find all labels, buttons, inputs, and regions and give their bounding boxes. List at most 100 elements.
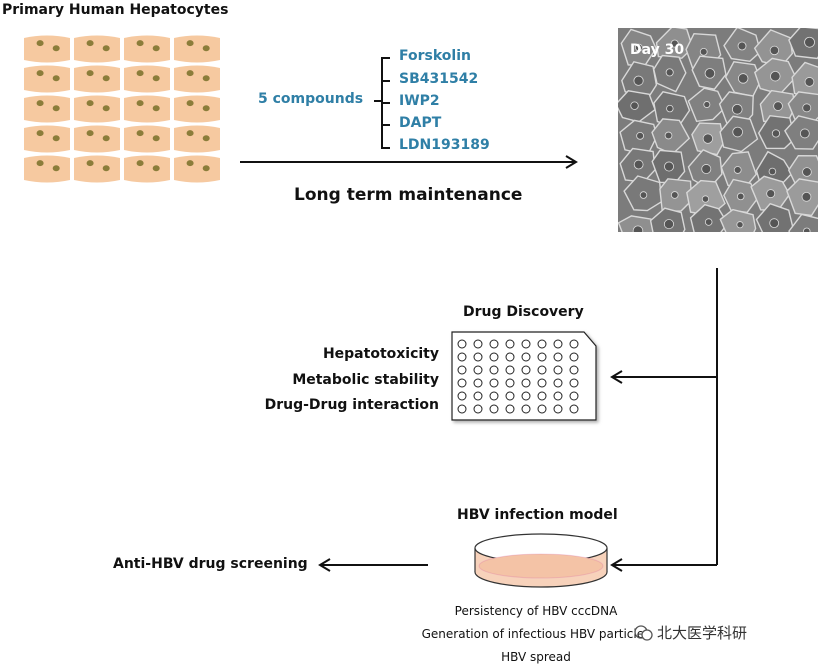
micrograph-nucleus <box>801 191 812 202</box>
plate-well <box>569 339 579 349</box>
hepatocyte-cell <box>124 95 170 123</box>
hepatocyte-cell <box>24 155 70 183</box>
cell-nucleus <box>102 75 110 82</box>
hepatocyte-cell <box>174 95 220 123</box>
day-label: Day 30 <box>630 42 685 58</box>
plate-well <box>505 391 515 401</box>
micrograph-cell <box>755 202 794 232</box>
plate-well <box>473 378 483 388</box>
plate-well <box>537 352 547 362</box>
plate-well <box>537 391 547 401</box>
cell-nucleus <box>86 160 94 167</box>
cell-nucleus <box>136 70 144 77</box>
plate-well <box>521 391 531 401</box>
plate-well <box>537 378 547 388</box>
plate-well <box>457 352 467 362</box>
hepatocyte-cell <box>24 125 70 153</box>
hepatocyte-cell <box>24 95 70 123</box>
micrograph-cell <box>719 208 757 232</box>
plate-well <box>537 365 547 375</box>
hepatocyte-cell <box>74 95 120 123</box>
micrograph-nucleus <box>804 77 815 87</box>
micrograph-nucleus <box>704 218 713 226</box>
hepatocyte-cell <box>174 65 220 93</box>
micrograph-nucleus <box>664 161 675 172</box>
plate-well <box>489 378 499 388</box>
micrograph-nucleus <box>703 101 711 108</box>
assay-metabolic-stability: Metabolic stability <box>292 372 439 388</box>
micrograph-nucleus <box>732 126 743 138</box>
cell-nucleus <box>52 105 60 112</box>
cell-nucleus <box>86 100 94 107</box>
hepatocyte-cell <box>124 65 170 93</box>
plate-well <box>521 365 531 375</box>
micrograph-nucleus <box>736 221 744 229</box>
compound-iwp2: IWP2 <box>399 93 440 109</box>
plate-well <box>505 339 515 349</box>
cell-nucleus <box>86 70 94 77</box>
maintenance-arrow <box>240 155 578 169</box>
micrograph-nucleus <box>639 191 648 199</box>
cell-nucleus <box>102 105 110 112</box>
plate-well <box>537 339 547 349</box>
cell-nucleus <box>202 165 210 172</box>
hepatocyte-cell <box>74 125 120 153</box>
cell-nucleus <box>102 135 110 142</box>
plate-well <box>489 339 499 349</box>
cell-nucleus <box>152 135 160 142</box>
plate-well <box>473 339 483 349</box>
well-plate-icon <box>451 331 597 421</box>
compounds-label: 5 compounds <box>258 91 364 107</box>
hepatocytes-title: Primary Human Hepatocytes <box>2 2 229 18</box>
hepatocyte-cell <box>124 155 170 183</box>
micrograph-nucleus <box>701 195 710 203</box>
plate-well <box>505 378 515 388</box>
micrograph-nucleus <box>701 164 712 174</box>
micrograph-nucleus <box>666 104 674 113</box>
hepatocyte-cell <box>74 65 120 93</box>
micrograph-nucleus <box>766 189 776 199</box>
cell-nucleus <box>152 75 160 82</box>
plate-well <box>457 404 467 414</box>
cell-nucleus <box>102 165 110 172</box>
cell-nucleus <box>136 130 144 137</box>
hbv-feature-cccdna: Persistency of HBV cccDNA <box>454 604 618 618</box>
micrograph-nucleus <box>704 68 716 79</box>
cell-nucleus <box>36 40 44 47</box>
plate-well <box>521 339 531 349</box>
plate-well <box>521 378 531 388</box>
assay-drug-drug-interaction: Drug-Drug interaction <box>264 397 439 413</box>
hepatocyte-cell <box>174 155 220 183</box>
micrograph-nucleus <box>769 218 780 229</box>
plate-well <box>553 404 563 414</box>
hepatocyte-cell <box>74 35 120 63</box>
micrograph-nucleus <box>737 73 749 84</box>
plate-well <box>473 365 483 375</box>
plate-well <box>489 391 499 401</box>
cell-nucleus <box>202 135 210 142</box>
micrograph-nucleus <box>769 45 780 56</box>
micrograph-nucleus <box>633 75 644 86</box>
cell-nucleus <box>52 75 60 82</box>
assay-hepatotoxicity: Hepatotoxicity <box>322 346 439 362</box>
plate-well <box>553 378 563 388</box>
plate-well <box>457 339 467 349</box>
hepatocyte-cell <box>24 65 70 93</box>
micrograph-nucleus <box>630 101 639 110</box>
cell-nucleus <box>152 105 160 112</box>
wechat-logo-icon <box>634 625 653 641</box>
plate-well <box>569 378 579 388</box>
micrograph-nucleus <box>802 103 812 113</box>
micrograph-nucleus <box>670 191 679 199</box>
plate-well <box>521 404 531 414</box>
plate-well <box>521 352 531 362</box>
hepatocyte-cell <box>174 35 220 63</box>
micrograph-nucleus <box>770 70 781 82</box>
plate-well <box>473 391 483 401</box>
micrograph-nucleus <box>632 225 644 232</box>
micrograph-nucleus <box>636 131 644 140</box>
drug-discovery-title: Drug Discovery <box>463 304 584 320</box>
cell-nucleus <box>152 45 160 52</box>
cell-nucleus <box>86 130 94 137</box>
hepatocyte-cell <box>124 35 170 63</box>
